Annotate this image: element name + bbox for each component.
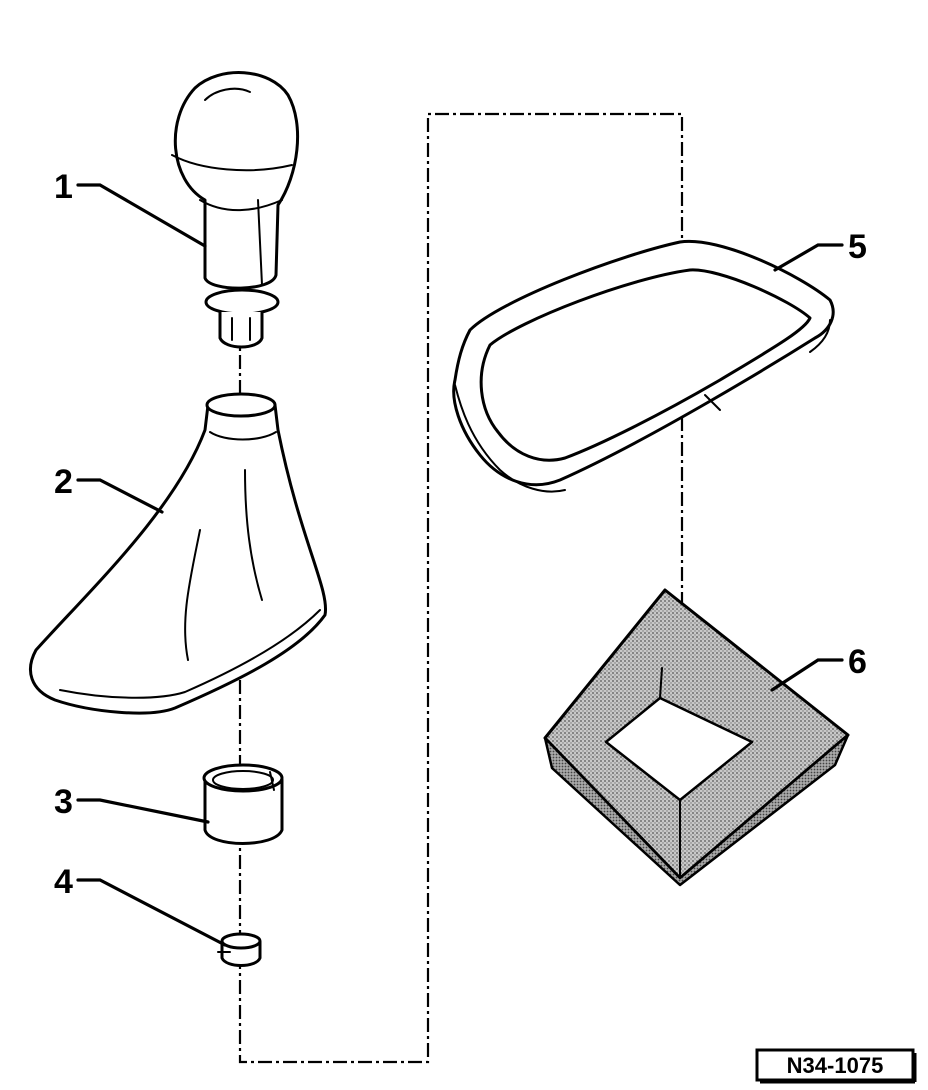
callout-4: 4 (54, 863, 73, 901)
callout-2: 2 (54, 463, 73, 501)
reference-code-box: N34-1075 (755, 1048, 917, 1084)
reference-code-text: N34-1075 (787, 1053, 884, 1078)
part-2-gear-boot (28, 392, 328, 715)
part-6-square-insert (543, 588, 850, 887)
leader-lines (76, 183, 844, 947)
part-3-clamp-ring (202, 763, 284, 845)
callout-5: 5 (848, 228, 867, 266)
part-4-clip (217, 932, 262, 967)
part-5-trim-frame (452, 239, 835, 493)
callout-3: 3 (54, 783, 73, 821)
callout-1: 1 (54, 168, 73, 206)
part-1-gear-knob (171, 71, 300, 349)
callout-labels: 1 2 3 4 5 6 (54, 168, 867, 901)
callout-6: 6 (848, 643, 867, 681)
